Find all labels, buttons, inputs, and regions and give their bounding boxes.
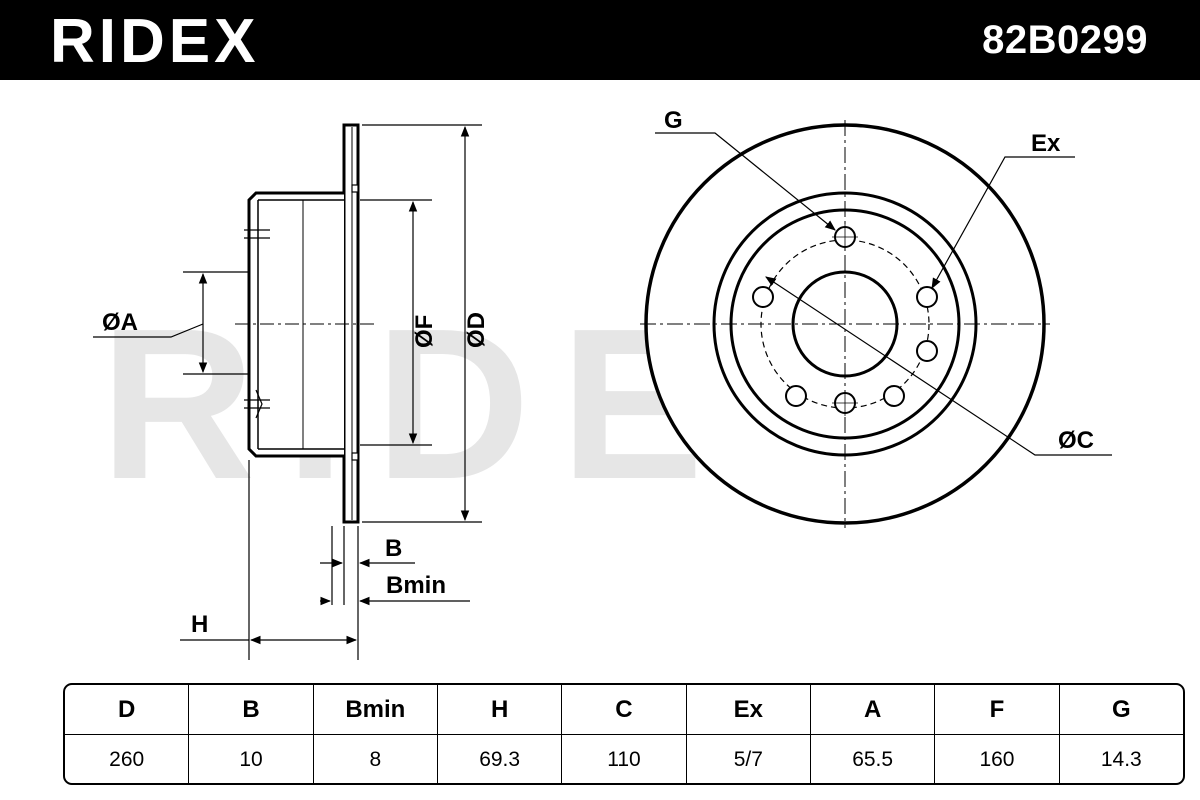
dim-label-g: G <box>664 107 683 134</box>
spec-value-cell: 65.5 <box>809 735 934 783</box>
spec-header-cell: A <box>809 685 934 734</box>
spec-value-cell: 8 <box>312 735 437 783</box>
side-view-dimensions <box>93 124 482 660</box>
spec-value-row: 260 10 8 69.3 110 5/7 65.5 160 14.3 <box>65 735 1183 783</box>
dim-label-b: B <box>385 535 402 562</box>
dim-label-ex: Ex <box>1031 130 1061 157</box>
brand-logo: RIDEX <box>50 7 259 76</box>
bolt-hole <box>785 385 807 407</box>
spec-header-cell: D <box>117 695 136 723</box>
spec-header-cell: H <box>436 685 561 734</box>
bolt-hole <box>752 286 774 308</box>
spec-header-cell: Bmin <box>312 685 437 734</box>
spec-header-cell: Ex <box>685 685 810 734</box>
dim-label-c: ØC <box>1058 427 1094 454</box>
header-bar: RIDEX 82B0299 <box>0 0 1200 80</box>
spec-value-cell: 14.3 <box>1058 735 1183 783</box>
spec-header-cell: G <box>1058 685 1183 734</box>
part-number: 82B0299 <box>982 18 1148 62</box>
brand-logo-text: RIDEX <box>50 7 259 76</box>
dim-label-d: ØD <box>463 312 490 348</box>
front-view-dimensions <box>655 132 1112 456</box>
spec-value-cell: 69.3 <box>436 735 561 783</box>
spec-header-row: D B Bmin H C Ex A F G <box>65 685 1183 735</box>
spec-value-cell: 110 <box>561 735 685 783</box>
bolt-hole <box>883 385 905 407</box>
spec-header-cell: F <box>934 685 1058 734</box>
spec-header-cell: C <box>561 685 685 734</box>
disc-front-view <box>640 120 1050 528</box>
technical-drawing: RIDEX <box>93 107 1112 660</box>
dim-label-f: ØF <box>411 315 438 348</box>
disc-side-view <box>235 123 375 524</box>
spec-value-cell: 260 <box>109 747 145 771</box>
spec-header-cell: B <box>188 685 312 734</box>
dim-label-bmin: Bmin <box>386 572 446 599</box>
spec-value-cell: 5/7 <box>685 735 810 783</box>
spec-value-cell: 160 <box>934 735 1058 783</box>
spec-table: D B Bmin H C Ex A F G 260 10 8 69.3 110 … <box>63 683 1185 785</box>
bolt-hole-centers <box>832 224 858 416</box>
dim-label-h: H <box>191 611 208 638</box>
spec-value-cell: 10 <box>188 735 312 783</box>
bolt-hole <box>916 340 938 362</box>
bolt-hole <box>916 286 938 308</box>
dim-label-a: ØA <box>102 309 138 336</box>
